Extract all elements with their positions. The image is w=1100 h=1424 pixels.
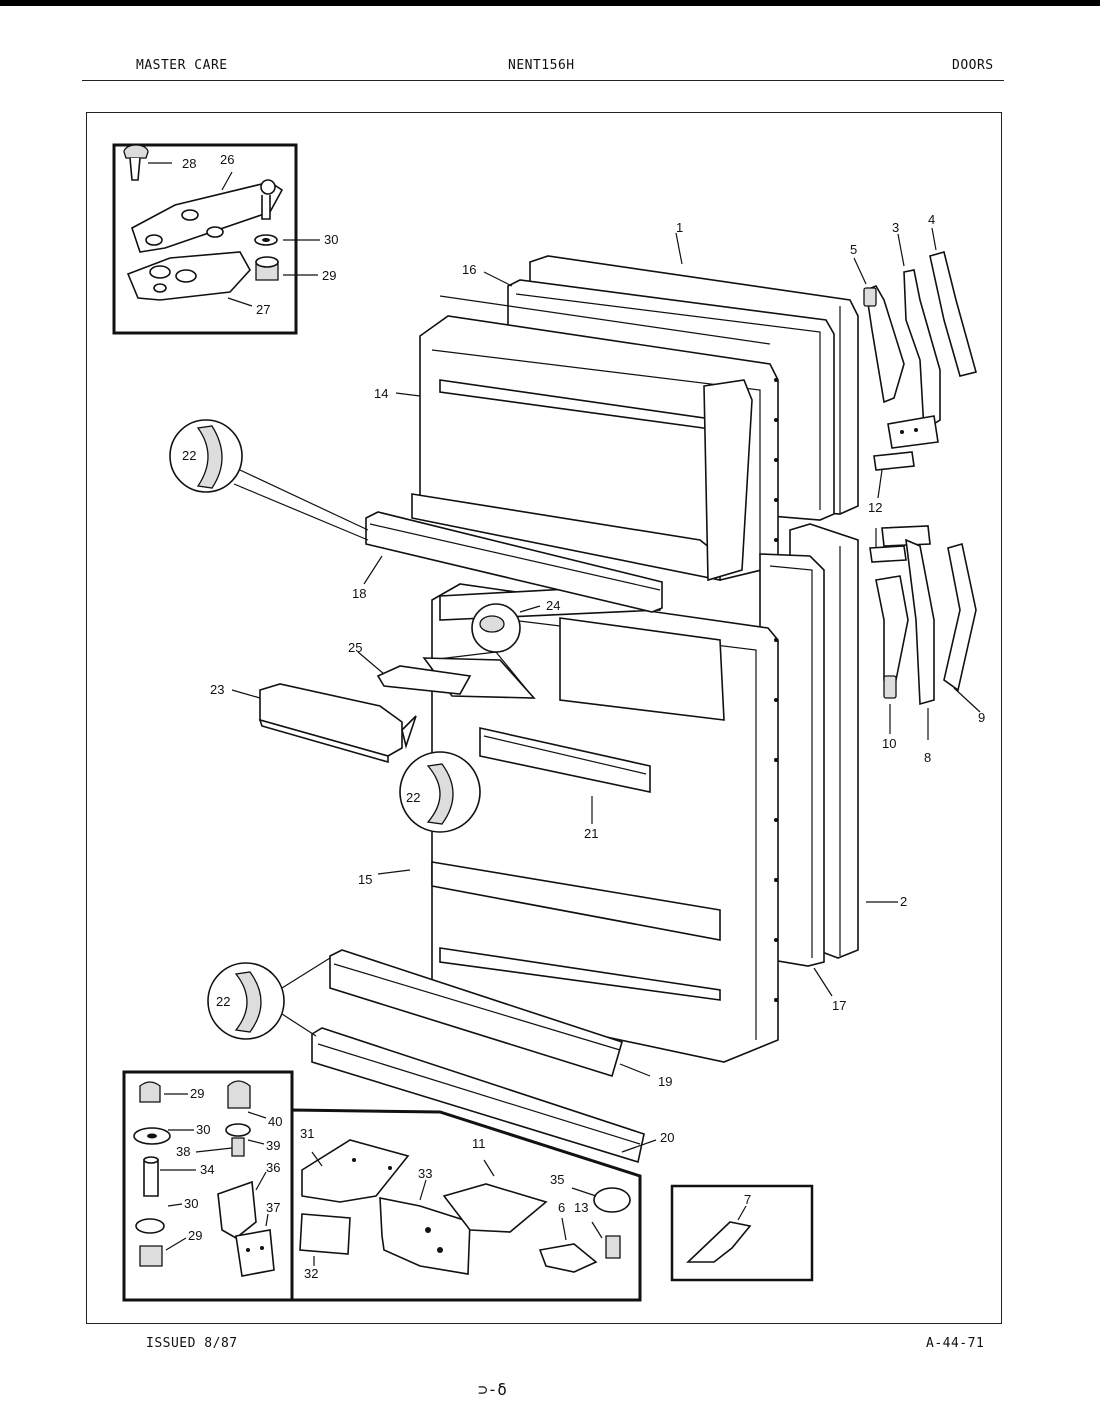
callout-16: 16 <box>462 262 476 277</box>
callout-27: 27 <box>256 302 270 317</box>
callout-33: 33 <box>418 1166 432 1181</box>
callout-32: 32 <box>304 1266 318 1281</box>
page-mark: ⊃-δ <box>478 1380 507 1399</box>
callout-3: 3 <box>892 220 899 235</box>
callout-9: 9 <box>978 710 985 725</box>
callout-29-lower-bottom: 29 <box>188 1228 202 1243</box>
callout-14: 14 <box>374 386 388 401</box>
callout-2: 2 <box>900 894 907 909</box>
callout-7: 7 <box>744 1192 751 1207</box>
callout-34: 34 <box>200 1162 214 1177</box>
callout-29-upper: 29 <box>322 268 336 283</box>
callout-13: 13 <box>574 1200 588 1215</box>
callout-24: 24 <box>546 598 560 613</box>
upper-hinge-inset <box>112 143 320 335</box>
callout-6: 6 <box>558 1200 565 1215</box>
shelf-rails <box>311 511 663 1164</box>
callout-4: 4 <box>928 212 935 227</box>
callout-28: 28 <box>182 156 196 171</box>
callout-5: 5 <box>850 242 857 257</box>
callout-8: 8 <box>924 750 931 765</box>
callout-20: 20 <box>660 1130 674 1145</box>
callout-37: 37 <box>266 1200 280 1215</box>
section-title: DOORS <box>952 58 994 73</box>
callout-22-lower: 22 <box>216 994 230 1009</box>
callout-labels: 1 2 3 4 5 6 7 8 9 10 11 12 13 14 15 16 1… <box>176 152 985 1281</box>
callout-31: 31 <box>300 1126 314 1141</box>
issue-date: ISSUED 8/87 <box>146 1336 238 1351</box>
callout-19: 19 <box>658 1074 672 1089</box>
header-rule <box>82 80 1004 81</box>
callout-30-upper: 30 <box>324 232 338 247</box>
callout-35: 35 <box>550 1172 564 1187</box>
callout-18: 18 <box>352 586 366 601</box>
freezer-door-assembly <box>395 232 859 582</box>
callout-12: 12 <box>868 500 882 515</box>
callout-39: 39 <box>266 1138 280 1153</box>
callout-26: 26 <box>220 152 234 167</box>
fresh-food-door-assembly <box>377 523 898 1063</box>
callout-1: 1 <box>676 220 683 235</box>
callout-15: 15 <box>358 872 372 887</box>
middle-hinge-parts <box>869 525 981 740</box>
callout-22-middle: 22 <box>406 790 420 805</box>
lower-hinge-inset <box>122 1070 294 1302</box>
rail-end-cap-details <box>169 419 541 1040</box>
callout-25: 25 <box>348 640 362 655</box>
model-number: NENT156H <box>508 58 575 73</box>
part-7-inset <box>670 1184 814 1282</box>
callout-22-upper: 22 <box>182 448 196 463</box>
callout-21: 21 <box>584 826 598 841</box>
callout-40: 40 <box>268 1114 282 1129</box>
callout-17: 17 <box>832 998 846 1013</box>
page-code: A-44-71 <box>926 1336 985 1351</box>
brand-header: MASTER CARE <box>136 58 228 73</box>
callout-11: 11 <box>472 1136 486 1151</box>
callout-36: 36 <box>266 1160 280 1175</box>
callout-29-lower-top: 29 <box>190 1086 204 1101</box>
callout-30-lower-top: 30 <box>196 1122 210 1137</box>
dairy-door-and-tray <box>231 651 472 764</box>
lower-hinge-plates <box>290 1108 642 1302</box>
callout-23: 23 <box>210 682 224 697</box>
callout-38: 38 <box>176 1144 190 1159</box>
callout-10: 10 <box>882 736 896 751</box>
diagram-frame <box>86 112 1002 1324</box>
upper-hinge-parts <box>853 227 977 499</box>
top-border <box>0 0 1100 6</box>
callout-30-lower-bottom: 30 <box>184 1196 198 1211</box>
